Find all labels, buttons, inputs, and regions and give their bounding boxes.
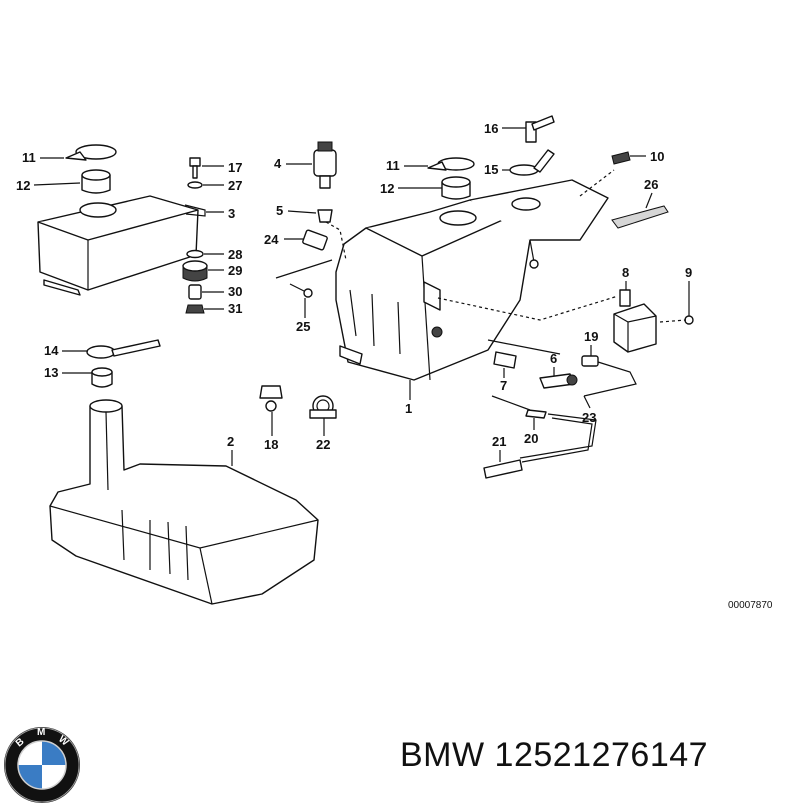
callout-3: 3 xyxy=(228,206,235,221)
part-number-caption: BMW 12521276147 xyxy=(400,736,708,775)
callout-15: 15 xyxy=(484,162,498,177)
screw-9 xyxy=(684,315,694,325)
filter-right xyxy=(441,176,471,200)
callout-21: 21 xyxy=(492,434,506,449)
callout-29: 29 xyxy=(228,263,242,278)
hose-23 xyxy=(519,413,597,463)
clip-18 xyxy=(259,385,283,412)
gasket-14 xyxy=(86,339,161,359)
callout-8: 8 xyxy=(622,265,629,280)
seal-26 xyxy=(611,205,669,229)
callout-12-right: 12 xyxy=(380,181,394,196)
cap-10 xyxy=(611,151,631,165)
gasket-15 xyxy=(509,149,555,176)
sensor-19 xyxy=(581,355,637,397)
connector-24 xyxy=(302,229,328,251)
callout-25: 25 xyxy=(296,319,310,334)
brand-name: BMW xyxy=(400,736,485,774)
washer-28 xyxy=(186,249,204,259)
callout-5: 5 xyxy=(276,203,283,218)
large-tank xyxy=(49,399,319,605)
callout-28: 28 xyxy=(228,247,242,262)
logo-letter-m: M xyxy=(37,727,45,738)
callout-14: 14 xyxy=(44,343,59,358)
pump-4 xyxy=(313,141,337,189)
callout-2: 2 xyxy=(227,434,234,449)
callout-24: 24 xyxy=(264,232,279,247)
callout-17: 17 xyxy=(228,160,242,175)
part-number: 12521276147 xyxy=(494,736,709,774)
callout-7: 7 xyxy=(500,378,507,393)
callout-16: 16 xyxy=(484,121,498,136)
callout-19: 19 xyxy=(584,329,598,344)
callout-22: 22 xyxy=(316,437,330,452)
callout-30: 30 xyxy=(228,284,242,299)
valve-16 xyxy=(525,115,555,143)
logo-blue-quadrant-2 xyxy=(18,765,42,789)
callouts: 11 12 17 27 3 28 29 30 31 14 13 2 18 22 … xyxy=(16,121,692,466)
grommet-29 xyxy=(182,260,208,282)
sleeve-30 xyxy=(188,284,202,300)
callout-23: 23 xyxy=(582,410,596,425)
nut-31 xyxy=(185,304,205,314)
leader-lines xyxy=(275,169,687,355)
callout-9: 9 xyxy=(685,265,692,280)
sensor-7 xyxy=(493,351,517,369)
filter-left xyxy=(81,169,111,194)
callout-20: 20 xyxy=(524,431,538,446)
cap-left xyxy=(65,144,117,161)
relay-8 xyxy=(613,289,657,353)
washer-27 xyxy=(187,181,203,189)
screw-25 xyxy=(289,283,313,298)
bolt-17 xyxy=(189,157,201,179)
main-reservoir xyxy=(335,179,609,381)
nozzle-21 xyxy=(483,459,523,479)
logo-blue-quadrant-1 xyxy=(42,741,66,765)
cap-right xyxy=(427,157,475,171)
sensor-6 xyxy=(539,373,578,389)
callout-31: 31 xyxy=(228,301,242,316)
callout-12-left: 12 xyxy=(16,178,30,193)
callout-10: 10 xyxy=(650,149,664,164)
hose-20 xyxy=(491,395,547,419)
callout-6: 6 xyxy=(550,351,557,366)
callout-26: 26 xyxy=(644,177,658,192)
callout-11-left: 11 xyxy=(22,150,36,165)
reference-number: 00007870 xyxy=(728,600,773,611)
callout-27: 27 xyxy=(228,178,242,193)
callout-13: 13 xyxy=(44,365,58,380)
callout-4: 4 xyxy=(274,156,282,171)
bmw-logo: B M W xyxy=(4,727,80,803)
small-reservoir xyxy=(37,195,206,296)
fitting-5 xyxy=(317,209,333,223)
callout-18: 18 xyxy=(264,437,278,452)
callout-11-right: 11 xyxy=(386,158,400,173)
clamp-22 xyxy=(309,395,337,419)
filter-13 xyxy=(91,367,113,388)
callout-1: 1 xyxy=(405,401,412,416)
